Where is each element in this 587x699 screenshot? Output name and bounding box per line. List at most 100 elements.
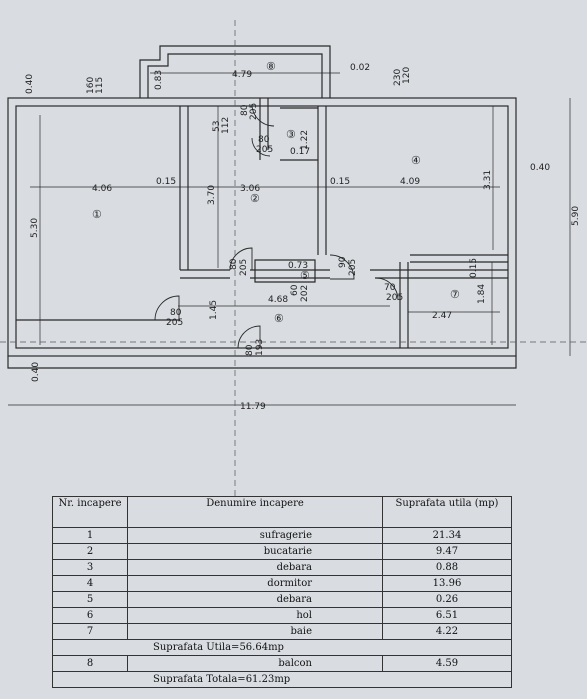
room-label-3: ③	[286, 128, 296, 141]
table-row-balcony: 8 balcon 4.59	[52, 655, 512, 672]
dim-4-79: 4.79	[232, 70, 252, 80]
dim-90: 90	[338, 256, 348, 268]
room-area-table: Nr. incapere Denumire incapere Suprafata…	[52, 496, 512, 688]
dim-205-c: 205	[239, 259, 249, 276]
dim-80-a: 80	[240, 104, 250, 116]
dim-3-70: 3.70	[207, 185, 217, 205]
dim-193: 193	[255, 339, 265, 356]
dim-4-68: 4.68	[268, 295, 288, 305]
row-name: bucatarie	[127, 543, 383, 560]
row-area: 4.22	[382, 623, 512, 640]
row-nr: 3	[52, 559, 128, 576]
dim-80-d: 80	[170, 308, 182, 318]
row-name: debara	[127, 591, 383, 608]
subtotal-row: Suprafata Utila=56.64mp	[52, 639, 512, 656]
header-name: Denumire incapere	[127, 496, 383, 528]
row-area: 13.96	[382, 575, 512, 592]
subtotal-text: Suprafata Utila=56.64mp	[52, 639, 512, 656]
row-area: 0.26	[382, 591, 512, 608]
dim-202: 202	[300, 285, 310, 302]
table-row: 5 debara 0.26	[52, 591, 512, 608]
row-nr: 2	[52, 543, 128, 560]
dim-0-17: 0.17	[290, 147, 310, 157]
dim-0-40-top: 0.40	[25, 74, 35, 94]
dim-4-06: 4.06	[92, 184, 112, 194]
dim-5-30: 5.30	[30, 218, 40, 238]
dim-5-90: 5.90	[571, 206, 581, 226]
row-name: dormitor	[127, 575, 383, 592]
row-name: baie	[127, 623, 383, 640]
plan-walls	[7, 45, 517, 369]
room-label-8: ⑧	[266, 60, 276, 73]
dim-205-d: 205	[348, 259, 358, 276]
dim-60: 60	[290, 284, 300, 296]
dim-2-47: 2.47	[432, 311, 452, 321]
dim-3-06: 3.06	[240, 184, 260, 194]
table-row: 6 hol 6.51	[52, 607, 512, 624]
row-area: 4.59	[382, 655, 512, 672]
room-label-5: ⑤	[300, 269, 310, 282]
dim-80-c: 80	[229, 258, 239, 270]
table-row: 1 sufragerie 21.34	[52, 527, 512, 544]
row-nr: 5	[52, 591, 128, 608]
dim-0-15-c: 0.15	[469, 258, 479, 278]
table-row: 4 dormitor 13.96	[52, 575, 512, 592]
table-row: 3 debara 0.88	[52, 559, 512, 576]
axis-lines	[0, 20, 587, 500]
dim-1-45: 1.45	[209, 300, 219, 320]
dim-80-e: 80	[245, 344, 255, 356]
dimension-lines	[8, 72, 571, 406]
row-area: 21.34	[382, 527, 512, 544]
dim-120: 120	[402, 67, 412, 84]
dim-115: 115	[95, 77, 105, 94]
dim-205-f: 205	[166, 318, 183, 328]
room-label-7: ⑦	[450, 288, 460, 301]
dim-205-a: 205	[249, 103, 259, 120]
row-nr: 1	[52, 527, 128, 544]
dim-205-e: 205	[386, 293, 403, 303]
row-area: 6.51	[382, 607, 512, 624]
dim-112: 112	[221, 117, 231, 134]
dim-11-79: 11.79	[240, 402, 266, 412]
total-row: Suprafata Totala=61.23mp	[52, 671, 512, 688]
row-name: sufragerie	[127, 527, 383, 544]
dim-0-15-a: 0.15	[156, 177, 176, 187]
row-name: debara	[127, 559, 383, 576]
row-area: 0.88	[382, 559, 512, 576]
row-name: balcon	[127, 655, 383, 672]
row-nr: 6	[52, 607, 128, 624]
room-label-4: ④	[411, 154, 421, 167]
dim-80-b: 80	[258, 135, 270, 145]
row-nr: 8	[52, 655, 128, 672]
dim-0-02: 0.02	[350, 63, 370, 73]
row-nr: 4	[52, 575, 128, 592]
dim-53: 53	[212, 121, 222, 132]
door-swings	[154, 103, 399, 349]
dim-0-15-b: 0.15	[330, 177, 350, 187]
dim-0-40-right: 0.40	[530, 163, 550, 173]
dim-1-84: 1.84	[477, 284, 487, 304]
dim-160: 160	[86, 77, 96, 94]
header-area: Suprafata utila (mp)	[382, 496, 512, 528]
dim-4-09: 4.09	[400, 177, 420, 187]
dim-0-40-left: 0.40	[31, 362, 41, 382]
dim-0-73: 0.73	[288, 261, 308, 271]
total-text: Suprafata Totala=61.23mp	[52, 671, 512, 688]
room-label-1: ①	[92, 208, 102, 221]
dim-3-31: 3.31	[483, 170, 493, 190]
row-area: 9.47	[382, 543, 512, 560]
dim-230: 230	[393, 69, 403, 86]
row-name: hol	[127, 607, 383, 624]
dim-70: 70	[384, 283, 396, 293]
table-row: 2 bucatarie 9.47	[52, 543, 512, 560]
room-label-2: ②	[250, 192, 260, 205]
table-header-row: Nr. incapere Denumire incapere Suprafata…	[52, 496, 512, 528]
dim-0-83: 0.83	[154, 70, 164, 90]
header-nr: Nr. incapere	[52, 496, 128, 528]
table-row: 7 baie 4.22	[52, 623, 512, 640]
row-nr: 7	[52, 623, 128, 640]
dim-205-b: 205	[256, 145, 273, 155]
room-label-6: ⑥	[274, 312, 284, 325]
